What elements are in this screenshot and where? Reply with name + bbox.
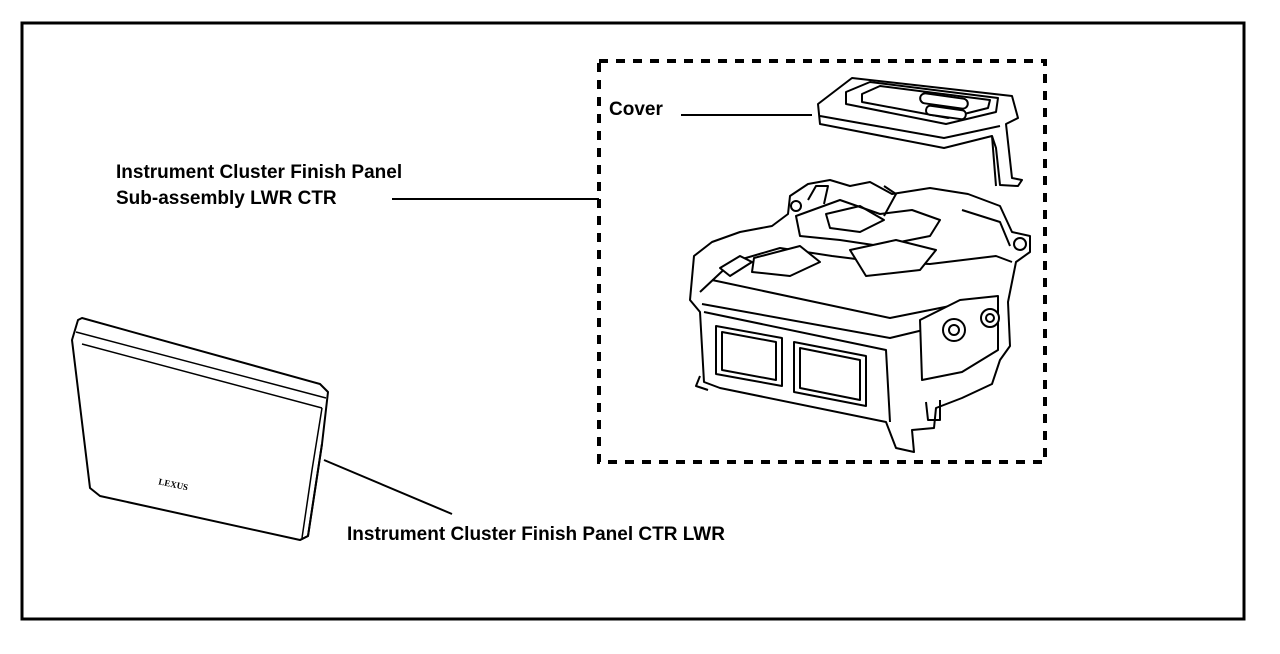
cover-label: Cover xyxy=(609,99,663,120)
finish-panel-label: Instrument Cluster Finish Panel CTR LWR xyxy=(347,524,725,545)
sub-assembly-frame-illustration xyxy=(689,179,1031,453)
cover-illustration xyxy=(817,77,1023,187)
outer-border xyxy=(20,21,1246,621)
finish-panel-leader-line xyxy=(323,459,453,515)
sub-assembly-dashed-box xyxy=(597,59,1047,464)
sub-assembly-label-line-1: Instrument Cluster Finish Panel xyxy=(116,162,403,183)
sub-assembly-label-line-2: Sub-assembly LWR CTR xyxy=(116,188,337,209)
finish-panel-illustration xyxy=(71,317,329,541)
